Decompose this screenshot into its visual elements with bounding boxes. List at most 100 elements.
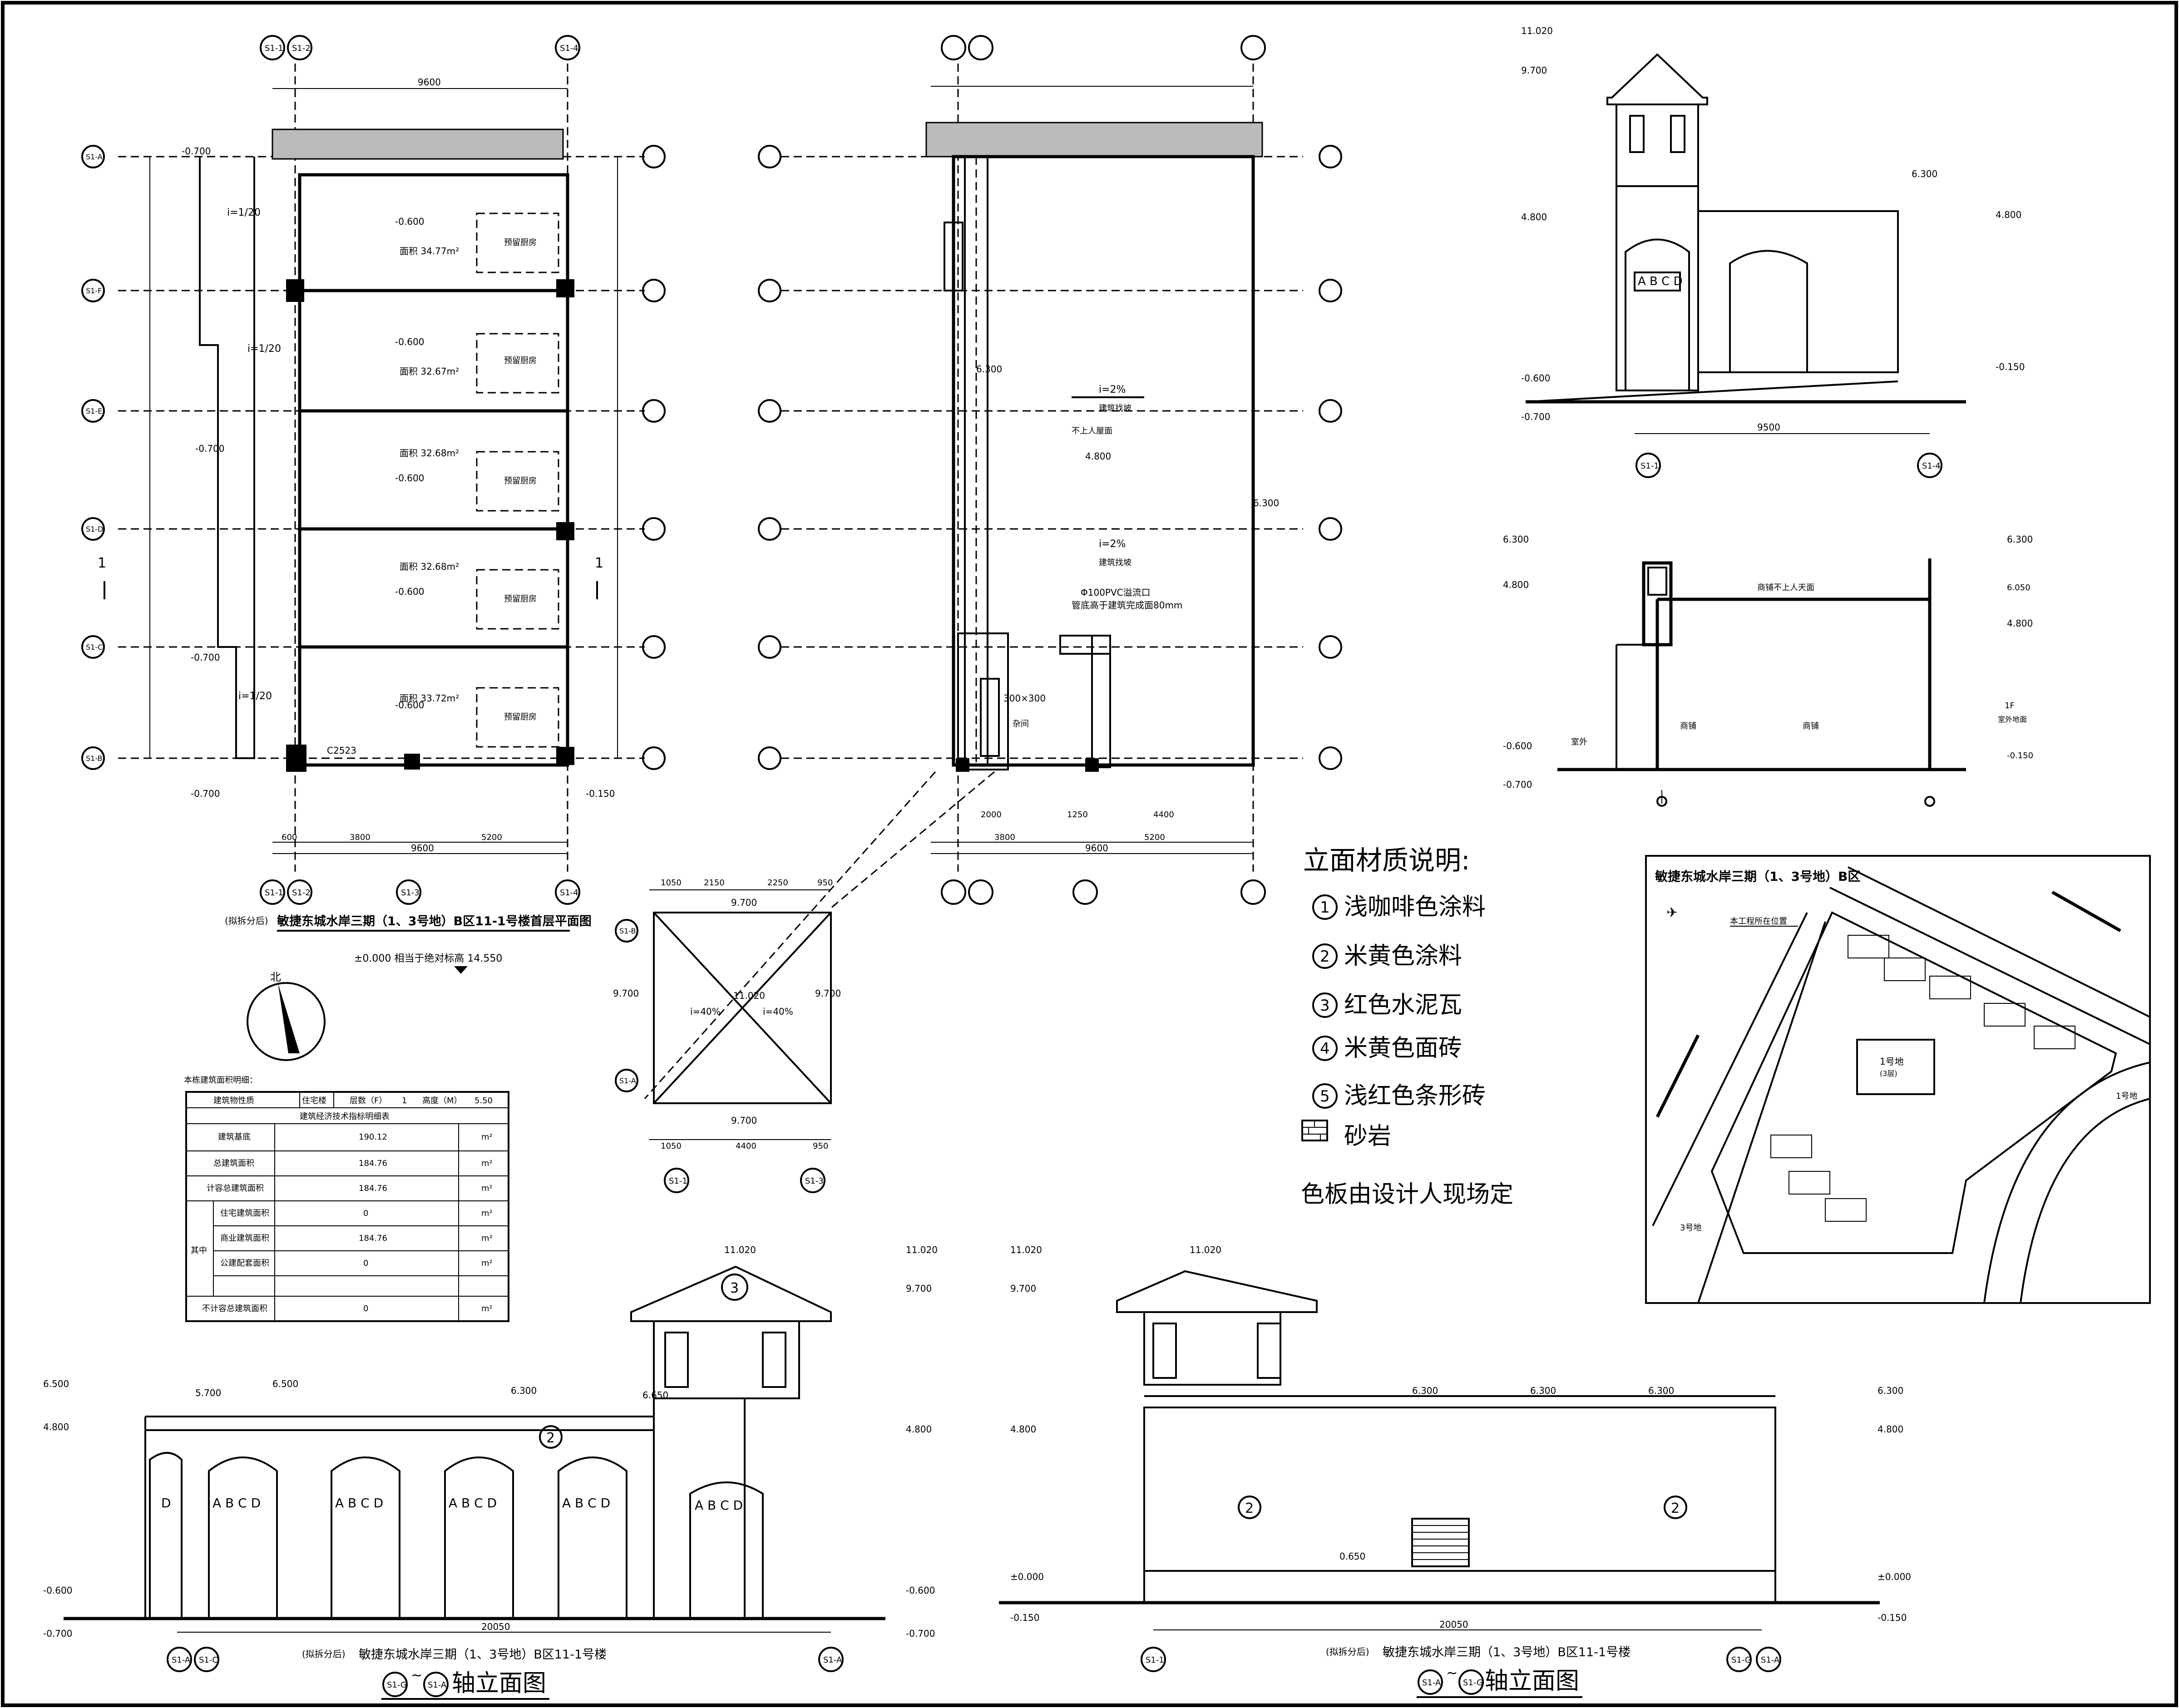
tbl-r3-l: 计容总建筑面积	[207, 1184, 264, 1193]
room-area-5: 面积 33.72m²	[400, 693, 459, 704]
tower-dim-t2: 2150	[704, 878, 725, 888]
site-lot1-sub: (3层)	[1880, 1069, 1897, 1078]
roof-parapet-level: 6.300	[976, 364, 1002, 375]
sec-label-5: 1F	[2005, 701, 2015, 711]
front-door-6: A B C D	[695, 1498, 743, 1513]
front-lvl-r1: 11.020	[906, 1244, 938, 1255]
tbl-h2: 住宅楼	[302, 1096, 326, 1106]
axis-bottom-1: S1-1	[265, 888, 283, 898]
side-door-text: A B C D	[1638, 275, 1683, 288]
tbl-h3: 层数（F）	[350, 1096, 387, 1106]
back-lvl-l1: 11.020	[1010, 1244, 1042, 1255]
roof-dim-b2: 1250	[1067, 810, 1088, 819]
material-text-5: 浅红色条形砖	[1344, 1082, 1486, 1110]
room-name-3: 预留厨房	[504, 476, 537, 486]
datum-note: ±0.000 相当于绝对标高 14.550	[354, 953, 502, 964]
front-lvl-r4: -0.600	[906, 1585, 935, 1596]
roof-shaft-label: 杂间	[1013, 719, 1029, 729]
tower-dim-t3: 2250	[767, 878, 788, 888]
back-lvl-r2: 4.800	[1878, 1424, 1903, 1435]
roof-drain: Φ100PVC溢流口	[1081, 587, 1151, 598]
tbl-h1: 建筑物性质	[213, 1096, 254, 1106]
back-lvl-r3: ±0.000	[1878, 1571, 1911, 1582]
axis-bottom-4: S1-4	[560, 888, 578, 898]
back-lvl-l2: 9.700	[1010, 1283, 1036, 1294]
axis-left-2: S1-F	[86, 286, 102, 295]
front-lvl-r5: -0.700	[906, 1628, 935, 1639]
front-lvl-l1: 6.500	[43, 1378, 69, 1389]
material-no-3: 3	[1320, 997, 1330, 1015]
plan-door-tag: C2523	[327, 745, 356, 756]
side-lvl-1: 11.020	[1521, 25, 1553, 36]
tower-level-top: 9.700	[731, 897, 757, 908]
tbl-r7-l: 不计容总建筑面积	[202, 1304, 267, 1313]
tower-dim-b2: 4400	[736, 1141, 756, 1151]
sec-lvl-l1: 6.300	[1503, 534, 1529, 545]
back-axis-3: S1-A	[1761, 1655, 1780, 1665]
tbl-r2-v: 184.76	[359, 1159, 387, 1168]
sec-lvl-l3: -0.600	[1503, 740, 1532, 751]
back-lvl-l5: -0.150	[1010, 1612, 1039, 1623]
roof-slope: i=2%	[1099, 384, 1126, 395]
front-door-3: A B C D	[335, 1496, 383, 1511]
material-text-2: 米黄色涂料	[1344, 943, 1462, 970]
site-title: 敏捷东城水岸三期（1、3号地）B区	[1655, 869, 1860, 884]
front-callout-roof: 3	[730, 1280, 739, 1296]
front-lvl-t2: 6.500	[272, 1378, 298, 1389]
sec-label-4: 商铺	[1803, 721, 1819, 731]
front-axis-2: S1-C	[199, 1655, 218, 1665]
svg-text:1: 1	[595, 555, 603, 571]
front-lvl-r3: 4.800	[906, 1424, 932, 1435]
front-lvl-t5: 11.020	[724, 1244, 756, 1255]
site-lot1: 1号地	[1880, 1056, 1904, 1067]
back-lvl-t1: 11.020	[1190, 1244, 1221, 1255]
plan-slope-3: i=1/20	[238, 691, 272, 702]
tower-slope-l: i=40%	[690, 1006, 721, 1017]
room-level-1: -0.600	[395, 216, 424, 227]
tbl-r6-l: 公建配套面积	[220, 1259, 269, 1268]
plan-slope: i=1/20	[227, 207, 261, 218]
roof-note-2: 不上人屋面	[1072, 426, 1112, 436]
site-here: 本工程所在位置	[1730, 917, 1787, 926]
back-axis-1: S1-1	[1146, 1655, 1164, 1665]
svg-text:✈: ✈	[1666, 905, 1678, 921]
plan-dim-part-3: 5200	[481, 833, 502, 842]
tbl-r5-l: 商业建筑面积	[220, 1234, 269, 1243]
tbl-r4-l: 住宅建筑面积	[220, 1209, 269, 1218]
side-lvl-3: 4.800	[1521, 212, 1547, 222]
tbl-group: 其中	[191, 1246, 207, 1255]
back-lvl-t4: 6.300	[1648, 1385, 1674, 1396]
plan-level-outdoor-4: -0.700	[191, 788, 220, 799]
tbl-r6-u: m²	[481, 1259, 493, 1268]
roof-dim-part-1: 3800	[994, 833, 1015, 842]
sec-label-6: 室外地面	[1998, 715, 2027, 724]
tower-dim-t4: 950	[817, 878, 833, 888]
side-elevation: A B C D 11.020 9.700 4.800 -0.600 -0.700…	[1521, 25, 2025, 478]
axis-top-2: S1-2	[292, 44, 311, 53]
tbl-r3-u: m²	[481, 1184, 493, 1193]
back-callout-1: 2	[1245, 1501, 1254, 1516]
room-area-2: 面积 32.67m²	[400, 366, 459, 377]
tbl-r7-v: 0	[363, 1304, 368, 1313]
tbl-r1-u: m²	[481, 1132, 493, 1142]
side-axis-1: S1-1	[1640, 461, 1659, 471]
section-1-1: 商铺不上人天面 室外 商铺 商铺 1F 室外地面 6.300 4.800 -0.…	[1503, 534, 2033, 807]
table-caption: 本栋建筑面积明细：	[184, 1076, 257, 1085]
axis-top-1: S1-1	[265, 44, 283, 53]
tbl-r1-l: 建筑基底	[218, 1132, 251, 1142]
plan-level-outdoor-2: -0.700	[195, 443, 224, 454]
vent-grille	[1411, 1518, 1470, 1567]
front-lvl-t1: 5.700	[195, 1387, 221, 1398]
roof-dim-b1: 2000	[981, 810, 1002, 819]
tower-level-bottom: 9.700	[731, 1115, 757, 1126]
material-no-2: 2	[1320, 948, 1330, 966]
sec-lvl-r2: 6.050	[2007, 583, 2031, 592]
roof-dim-total: 9600	[1085, 843, 1108, 854]
tower-slope-r: i=40%	[763, 1006, 793, 1017]
tower-axis-l2: S1-A	[619, 1076, 636, 1085]
material-text-4: 米黄色面砖	[1344, 1035, 1462, 1062]
roof-drain-2: 管底高于建筑完成面80mm	[1072, 600, 1182, 611]
tbl-r2-u: m²	[481, 1159, 493, 1168]
